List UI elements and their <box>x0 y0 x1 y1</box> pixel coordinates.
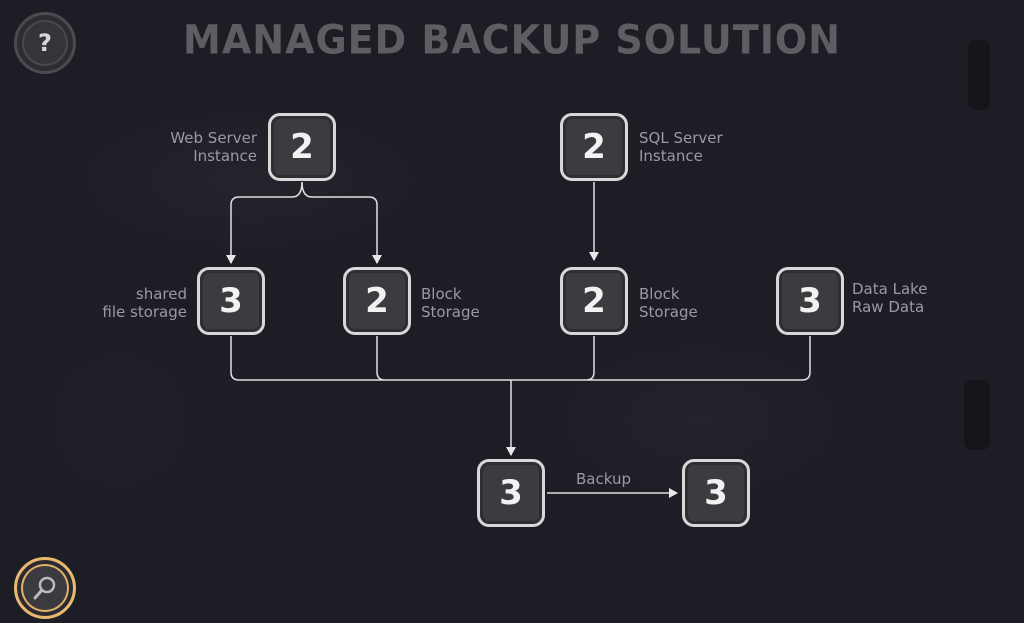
edge-web-to-shared <box>226 181 303 264</box>
node-block-storage-sql[interactable]: 2 <box>560 267 628 335</box>
page-title: MANAGED BACKUP SOLUTION <box>183 16 841 64</box>
node-sql-server[interactable]: 2 <box>560 113 628 181</box>
edge-web-to-block <box>301 181 382 264</box>
node-shared-storage[interactable]: 3 <box>197 267 265 335</box>
node-backup-target[interactable]: 3 <box>682 459 750 527</box>
label-line: Web Server <box>170 129 257 147</box>
label-line: Raw Data <box>852 298 925 316</box>
label-line: Storage <box>639 303 698 321</box>
node-backup-source[interactable]: 3 <box>477 459 545 527</box>
label-line: Data Lake <box>852 280 928 298</box>
zoom-button[interactable] <box>14 557 76 619</box>
edge-merge <box>230 336 811 381</box>
label-line: Block <box>639 285 680 303</box>
edge-label-backup: Backup <box>576 470 631 488</box>
label-line: Instance <box>639 147 703 165</box>
label-line: SQL Server <box>639 129 723 147</box>
help-button[interactable]: ? <box>14 12 76 74</box>
decoration <box>968 40 990 110</box>
label-line: shared <box>135 285 187 303</box>
node-data-lake[interactable]: 3 <box>776 267 844 335</box>
node-web-server[interactable]: 2 <box>268 113 336 181</box>
label-line: file storage <box>102 303 187 321</box>
label-line: Instance <box>193 147 257 165</box>
label-line: Storage <box>421 303 480 321</box>
decoration <box>964 380 990 450</box>
question-icon: ? <box>38 29 52 57</box>
magnifier-icon <box>33 576 56 600</box>
node-block-storage-web[interactable]: 2 <box>343 267 411 335</box>
label-line: Block <box>421 285 462 303</box>
